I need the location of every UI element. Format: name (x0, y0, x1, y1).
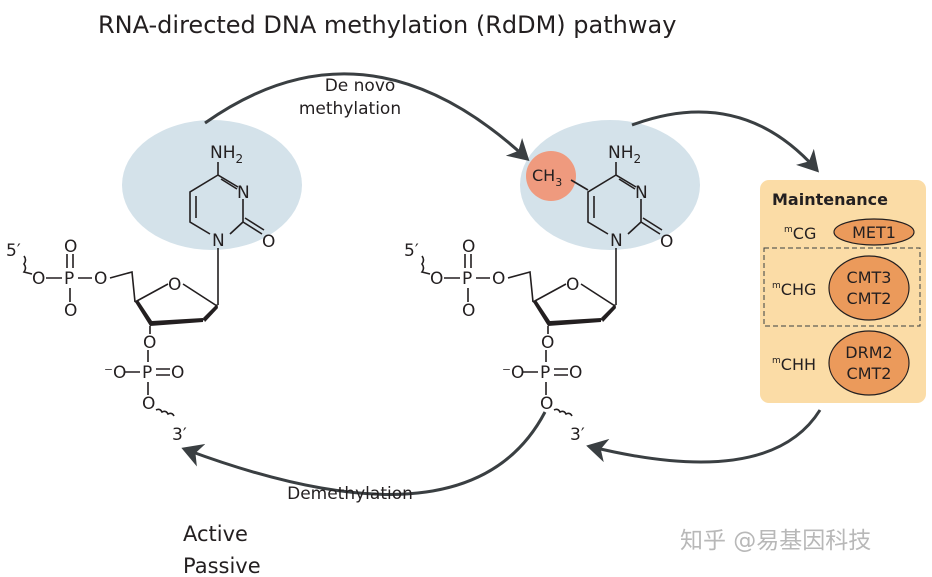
demethylation-arrow (181, 411, 547, 496)
cg-context-label: mCG (784, 224, 816, 243)
o-label: O (462, 237, 475, 257)
n3-label: N (635, 183, 648, 203)
n1-label: N (212, 231, 225, 251)
enzyme-met1 (833, 218, 915, 246)
o-label: O (541, 333, 554, 353)
o-label: O (492, 269, 505, 289)
enzyme-label: MET1 (852, 223, 896, 242)
neg-o-label: ⁻O (104, 363, 126, 383)
amine-label: NH2 (608, 143, 641, 166)
chg-context-label: mCHG (772, 280, 816, 299)
demethylation-label: Demethylation (287, 484, 413, 504)
unmethylated-cytosine-nucleotide: NH2 N N O O 5′ O P O O O O ⁻O P O O 3′ (6, 119, 303, 445)
three-prime-label: 3′ (172, 425, 187, 445)
sugar-o-label: O (566, 275, 579, 295)
maintenance-panel: Maintenance mCG MET1 mCHG CMT3 CMT2 mCHH… (760, 180, 926, 403)
de-novo-label: De novo (325, 76, 396, 96)
o-label: O (32, 269, 45, 289)
methylation-label: methylation (299, 99, 401, 119)
o-label: O (569, 363, 582, 383)
neg-o-label: ⁻O (502, 363, 524, 383)
o-label: O (430, 269, 443, 289)
n1-label: N (610, 231, 623, 251)
o-label: O (143, 333, 156, 353)
methylated-cytosine-nucleotide: CH3 NH2 N N O O 5′ O P O O O O ⁻O P O O … (404, 119, 701, 445)
maintenance-title: Maintenance (772, 190, 888, 209)
three-prime-label: 3′ (570, 425, 585, 445)
enzyme-drm2-cmt2 (828, 330, 910, 396)
enzyme-label: CMT3 (847, 268, 892, 287)
carbonyl-o-label: O (660, 232, 673, 252)
enzyme-label: CMT2 (847, 289, 892, 308)
enzyme-label: CMT2 (847, 364, 892, 383)
methyl-group-highlight (526, 151, 576, 201)
diagram-title: RNA-directed DNA methylation (RdDM) path… (98, 11, 676, 39)
chh-context-label: mCHH (772, 355, 816, 374)
sugar-o-label: O (168, 275, 181, 295)
p-label: P (64, 269, 74, 289)
five-prime-label: 5′ (6, 241, 21, 261)
amine-label: NH2 (210, 143, 243, 166)
o-label: O (94, 269, 107, 289)
chg-dashed-box (763, 247, 921, 327)
o-label: O (64, 237, 77, 257)
active-label: Active (183, 522, 248, 546)
o-label: O (64, 301, 77, 321)
o-label: O (142, 394, 155, 414)
enzyme-label: DRM2 (845, 343, 892, 362)
o-label: O (540, 394, 553, 414)
de-novo-arrow (204, 72, 530, 162)
p-label: P (142, 363, 152, 383)
p-label: P (540, 363, 550, 383)
methyl-label: CH3 (532, 166, 562, 189)
from-maintenance-arrow (586, 409, 822, 464)
p-label: P (462, 269, 472, 289)
carbonyl-o-label: O (262, 232, 275, 252)
watermark: 知乎 @易基因科技 (680, 528, 871, 554)
five-prime-label: 5′ (404, 241, 419, 261)
o-label: O (171, 363, 184, 383)
passive-label: Passive (183, 554, 261, 577)
o-label: O (462, 301, 475, 321)
to-maintenance-arrow (631, 110, 820, 173)
enzyme-cmt3-cmt2 (828, 255, 910, 321)
n3-label: N (237, 183, 250, 203)
